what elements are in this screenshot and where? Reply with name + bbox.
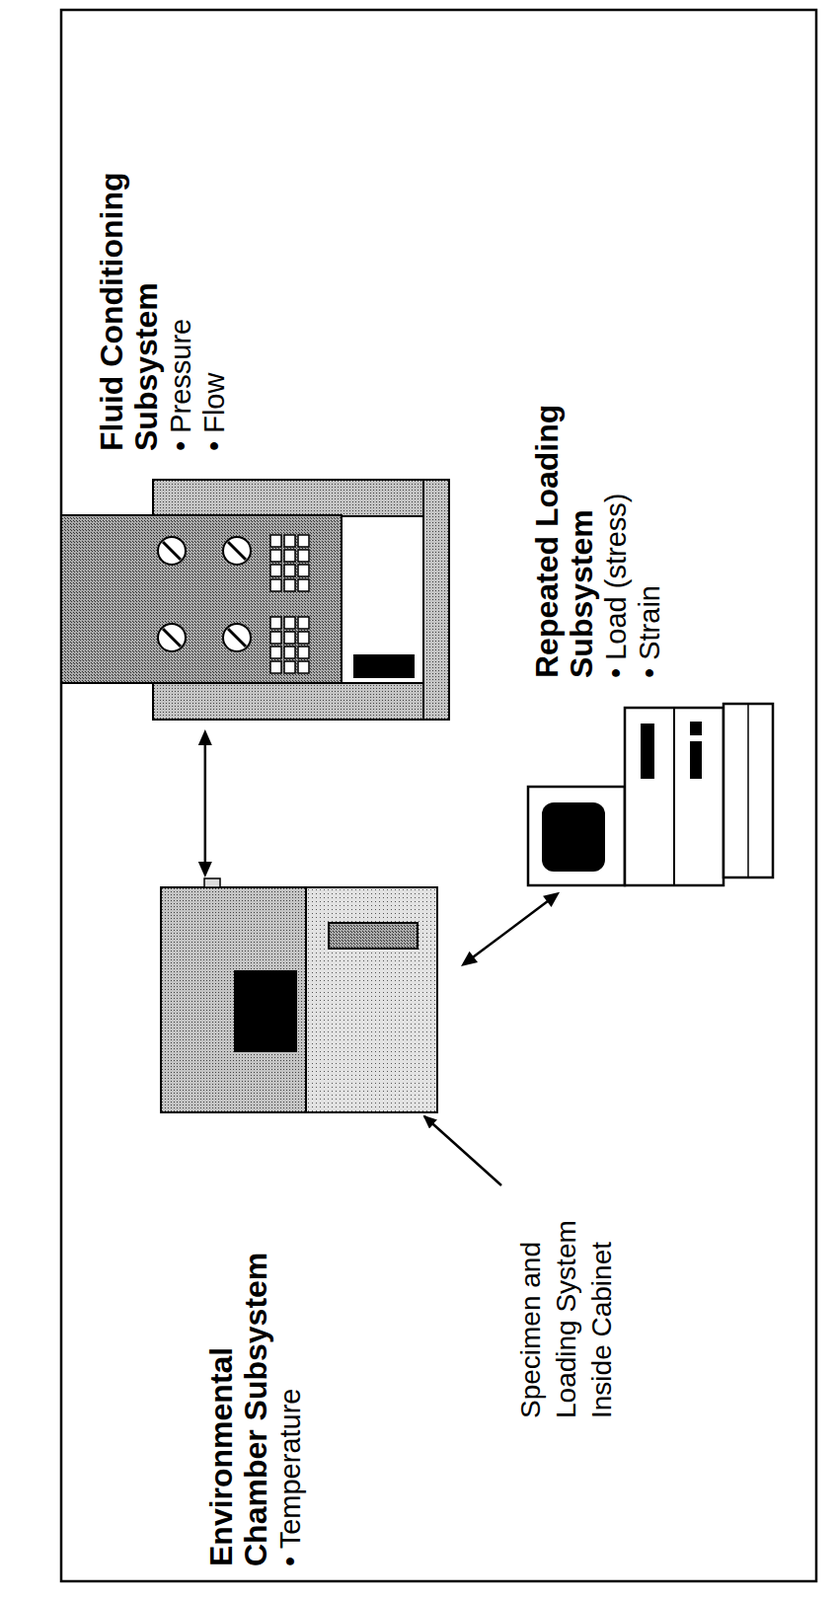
- node-caption: Fluid Conditioning Subsystem• Pressure• …: [94, 95, 231, 452]
- drive-slot: [640, 723, 655, 779]
- equipment-node: Environmental Chamber Subsystem• Tempera…: [160, 887, 438, 1113]
- display-cell: [284, 549, 296, 562]
- chamber-lower: [305, 887, 438, 1113]
- display-cell: [270, 579, 282, 592]
- arrow-head: [460, 951, 478, 967]
- knob-pointer: [162, 541, 181, 560]
- base-divider: [673, 707, 676, 886]
- equipment-illustration: [526, 703, 776, 888]
- chamber-window: [233, 970, 298, 1053]
- equipment-illustration: [160, 887, 438, 1113]
- equipment-node: Repeated Loading Subsystem• Load (stress…: [526, 703, 776, 888]
- connector-line: [204, 743, 208, 864]
- outer-frame: [61, 9, 817, 1582]
- chamber-slot: [328, 922, 418, 949]
- knob-pointer: [162, 628, 181, 647]
- display-cell: [270, 616, 282, 629]
- drive-slot: [689, 721, 702, 736]
- display-cell: [298, 534, 309, 547]
- drive-slot: [689, 741, 702, 779]
- display-cell: [270, 661, 282, 674]
- monitor-screen: [541, 802, 606, 872]
- control-knob: [157, 536, 186, 565]
- monitor: [528, 786, 625, 886]
- callout-label: Specimen and Loading System Inside Cabin…: [513, 1181, 620, 1419]
- display-cell: [298, 631, 309, 644]
- display-cell: [298, 564, 309, 577]
- control-knob: [223, 623, 251, 652]
- subsystem-heading: Environmental Chamber Subsystem: [204, 1230, 274, 1567]
- frame-leg: [152, 683, 450, 720]
- frame-leg: [152, 479, 450, 517]
- subsystem-parameter: • Pressure: [163, 95, 198, 452]
- display-cell: [284, 564, 296, 577]
- subsystem-parameter: • Flow: [197, 95, 231, 452]
- panel-slot: [353, 654, 415, 679]
- keyboard-edge: [747, 703, 750, 878]
- node-caption: Environmental Chamber Subsystem• Tempera…: [204, 1230, 307, 1567]
- arrow-head: [198, 729, 213, 746]
- leader-line: [424, 1116, 502, 1186]
- display-cell: [284, 579, 296, 592]
- arrow-head: [198, 861, 213, 878]
- display-cell: [270, 534, 282, 547]
- knob-pointer: [228, 628, 246, 647]
- display-cell: [284, 534, 296, 547]
- display-cell: [270, 631, 282, 644]
- subsystem-heading: Repeated Loading Subsystem: [530, 342, 600, 679]
- display-cell: [284, 646, 296, 659]
- chamber-upper: [160, 887, 306, 1113]
- knob-pointer: [228, 541, 246, 560]
- keyboard: [723, 703, 773, 878]
- equipment-node: Fluid Conditioning Subsystem• Pressure• …: [61, 479, 450, 720]
- connector-line: [471, 900, 549, 958]
- arrow-head: [542, 892, 560, 908]
- display-cell: [298, 661, 309, 674]
- control-panel: [61, 515, 342, 684]
- subsystem-parameter: • Load (stress): [599, 342, 633, 679]
- display-cell: [270, 646, 282, 659]
- display-cell: [270, 549, 282, 562]
- subsystem-heading: Fluid Conditioning Subsystem: [94, 95, 164, 452]
- display-cell: [298, 646, 309, 659]
- subsystem-parameter: • Strain: [632, 342, 667, 679]
- frame-base: [423, 479, 450, 720]
- display-cell: [298, 549, 309, 562]
- node-caption: Repeated Loading Subsystem• Load (stress…: [530, 342, 667, 679]
- display-cell: [270, 564, 282, 577]
- display-cell: [298, 579, 309, 592]
- display-cell: [284, 631, 296, 644]
- display-cell: [284, 661, 296, 674]
- control-knob: [157, 623, 186, 652]
- computer-base: [624, 707, 724, 886]
- display-cell: [298, 616, 309, 629]
- subsystem-parameter: • Temperature: [273, 1230, 307, 1567]
- chamber-nub: [204, 878, 221, 888]
- control-knob: [223, 536, 251, 565]
- display-cell: [284, 616, 296, 629]
- equipment-illustration: [61, 479, 450, 720]
